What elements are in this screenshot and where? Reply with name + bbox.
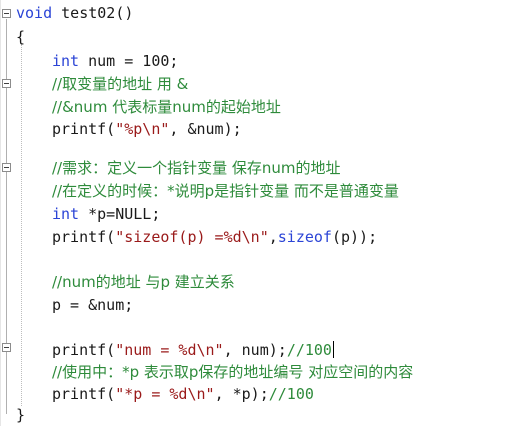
call-args: , num); — [223, 341, 287, 359]
string-literal: "%p\n" — [115, 120, 170, 138]
code-line-8[interactable]: //需求：定义一个指针变量 保存num的地址 — [52, 157, 510, 179]
text-caret — [332, 341, 334, 358]
comment: //需求：定义一个指针变量 保存num的地址 — [52, 159, 341, 177]
code-line-9[interactable]: //在定义的时候：*说明p是指针变量 而不是普通变量 — [52, 180, 510, 202]
collapse-comment-block-toggle[interactable] — [2, 163, 11, 172]
code-line-13[interactable]: //num的地址 与p 建立关系 — [52, 271, 510, 293]
comment: //&num 代表标量num的起始地址 — [52, 98, 281, 116]
call-args: , &num); — [169, 120, 242, 138]
code-line-10[interactable]: int *p=NULL; — [52, 203, 510, 225]
code-line-17[interactable]: //使用中：*p 表示取p保存的地址编号 对应空间的内容 — [52, 361, 510, 383]
call-args: , — [268, 228, 278, 246]
code-line-14[interactable]: p = &num; — [52, 294, 510, 316]
code-line-16[interactable]: printf("num = %d\n", num);//100 — [52, 339, 510, 361]
collapse-block-toggle[interactable] — [2, 343, 11, 352]
collapse-comment-block-toggle[interactable] — [2, 79, 11, 88]
keyword: sizeof — [277, 228, 332, 246]
fold-range-line — [6, 19, 7, 414]
code-line-1[interactable]: void test02() — [16, 2, 510, 24]
comment: //在定义的时候：*说明p是指针变量 而不是普通变量 — [52, 182, 399, 200]
open-brace: { — [16, 28, 26, 46]
code-line-3[interactable]: int num = 100; — [52, 50, 510, 72]
keyword: int — [52, 205, 80, 223]
code-line-19[interactable]: } — [16, 404, 510, 426]
code-line-18[interactable]: printf("*p = %d\n", *p);//100 — [52, 383, 510, 405]
code-line-6[interactable]: printf("%p\n", &num); — [52, 118, 510, 140]
indent-guide — [21, 44, 22, 406]
comment: //num的地址 与p 建立关系 — [52, 273, 235, 291]
code-line-11[interactable]: printf("sizeof(p) =%d\n",sizeof(p)); — [52, 226, 510, 248]
call: printf( — [52, 120, 116, 138]
string-literal: "num = %d\n" — [115, 341, 224, 359]
comment: //取变量的地址 用 & — [52, 75, 189, 93]
call: printf( — [52, 228, 116, 246]
call: printf( — [52, 385, 116, 403]
comment: //100 — [286, 341, 332, 359]
call-args: , *p); — [214, 385, 269, 403]
statement: num = 100; — [79, 52, 179, 70]
function-signature: test02() — [52, 4, 134, 22]
comment: //100 — [268, 385, 314, 403]
code-line-4[interactable]: //取变量的地址 用 & — [52, 73, 510, 95]
call: printf( — [52, 341, 116, 359]
code-line-2[interactable]: { — [16, 26, 510, 48]
string-literal: "*p = %d\n" — [115, 385, 215, 403]
collapse-function-toggle[interactable] — [2, 9, 11, 18]
comment: //使用中：*p 表示取p保存的地址编号 对应空间的内容 — [52, 363, 414, 381]
statement: p = &num; — [52, 296, 134, 314]
string-literal: "sizeof(p) =%d\n" — [115, 228, 269, 246]
keyword: int — [52, 52, 80, 70]
close-brace: } — [16, 406, 26, 424]
keyword: void — [16, 4, 53, 22]
call-args: (p)); — [331, 228, 378, 246]
code-line-5[interactable]: //&num 代表标量num的起始地址 — [52, 96, 510, 118]
statement: *p=NULL; — [79, 205, 161, 223]
